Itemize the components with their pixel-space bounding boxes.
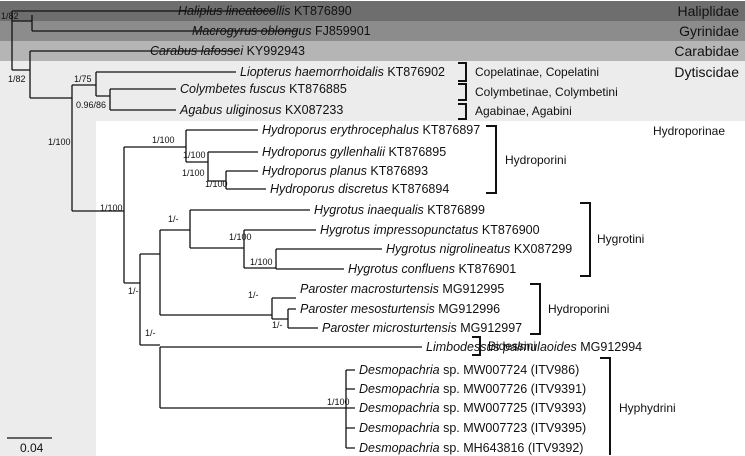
- tip-label: Desmopachria sp. MW007726 (ITV9391): [359, 382, 586, 396]
- support-hydroporus-b: 1/100: [183, 150, 206, 160]
- tip-label: Paroster mesosturtensis MG912996: [300, 302, 500, 316]
- family-label-dytiscidae: Dytiscidae: [674, 64, 739, 80]
- tip-label: Desmopachria sp. MW007723 (ITV9395): [359, 421, 586, 435]
- tip-label: Hydroporus gyllenhalii KT876895: [262, 145, 446, 159]
- bracket-agabinae: [458, 103, 467, 120]
- support-hygrotus-b: 1/100: [229, 232, 252, 242]
- subfamily-label-hydroporinae: Hydroporinae: [653, 124, 725, 138]
- family-band-gyrinidae: [0, 21, 745, 41]
- clade-labels: Copelatinae, Copelatini Colymbetinae, Co…: [475, 65, 676, 415]
- support-root: 1/82: [1, 11, 19, 21]
- family-label-haliplidae: Haliplidae: [678, 3, 740, 19]
- tip-label: Paroster microsturtensis MG912997: [322, 321, 522, 335]
- tip-label: Macrogyrus oblongus FJ859901: [192, 24, 371, 38]
- support-lower: 1/-: [145, 328, 156, 338]
- tip-label: Carabus lafossei KY992943: [150, 44, 305, 58]
- hydroporinae-panel: [96, 121, 745, 456]
- branch-root: [11, 10, 298, 99]
- support-hydroporus-c: 1/100: [182, 168, 205, 178]
- branch-paroster: [160, 297, 318, 329]
- tip-labels: Haliplus lineatocollis KT876890 Macrogyr…: [150, 4, 642, 455]
- support-hydroporus-clade: 1/100: [152, 135, 175, 145]
- support-hygrotus-c: 1/100: [250, 257, 273, 267]
- family-band-haliplidae: [0, 1, 745, 21]
- bracket-bidessini: [472, 336, 481, 356]
- tip-label: Hygrotus confluens KT876901: [348, 262, 516, 276]
- tip-label: Hydroporus planus KT876893: [262, 164, 428, 178]
- tip-label: Desmopachria sp. MW007724 (ITV986): [359, 363, 579, 377]
- tip-label: Hygrotus nigrolineatus KX087299: [386, 242, 572, 256]
- branch-limbodessus-desmopachria: [140, 344, 422, 449]
- family-label-carabidae: Carabidae: [674, 43, 739, 59]
- tip-label: Paroster macrosturtensis MG912995: [300, 282, 504, 296]
- support-paroster-b: 1/-: [272, 320, 283, 330]
- support-dytiscidae-crown: 1/100: [48, 137, 71, 147]
- support-dytiscidae-inner: 1/75: [74, 74, 92, 84]
- bracket-hygrotini: [580, 202, 591, 277]
- clade-label-copelatinae: Copelatinae, Copelatini: [475, 65, 599, 79]
- clade-label-hydroporini-2: Hydroporini: [548, 302, 609, 316]
- clade-label-hydroporini-1: Hydroporini: [505, 153, 566, 167]
- support-hygrotus-paroster: 1/-: [128, 286, 139, 296]
- tip-label: Hygrotus inaequalis KT876899: [314, 203, 485, 217]
- clade-label-hygrotini: Hygrotini: [597, 232, 644, 246]
- support-desmopachria: 1/100: [327, 397, 350, 407]
- tip-label: Colymbetes fuscus KT876885: [180, 82, 347, 96]
- tip-label: Hydroporus erythrocephalus KT876897: [262, 123, 480, 137]
- support-colymbetes-agabus: 0.96/86: [76, 100, 106, 110]
- tip-label: Desmopachria sp. MH643816 (ITV9392): [359, 441, 583, 455]
- tip-label: Agabus uliginosus KX087233: [179, 103, 343, 117]
- bracket-copelatinae: [458, 62, 467, 82]
- family-band-carabidae: [0, 41, 745, 61]
- clade-label-agabinae: Agabinae, Agabini: [475, 104, 572, 118]
- support-hygrotus: 1/-: [168, 214, 179, 224]
- tree-branches: [11, 10, 422, 449]
- clade-label-hyphydrini: Hyphydrini: [619, 401, 676, 415]
- bracket-hydroporini-1: [486, 125, 497, 194]
- support-paroster: 1/-: [248, 290, 259, 300]
- support-carabidae-dytiscidae: 1/82: [8, 74, 26, 84]
- support-values: 1/82 1/82 1/75 0.96/86 1/100 1/100 1/100…: [1, 11, 350, 407]
- tip-label: Haliplus lineatocollis KT876890: [178, 4, 352, 18]
- tip-label: Limbodessus palmulaoides MG912994: [426, 340, 642, 354]
- tip-label: Liopterus haemorrhoidalis KT876902: [240, 65, 445, 79]
- clade-brackets: [458, 62, 611, 455]
- branch-hydroporinae: [72, 146, 186, 283]
- bracket-hydroporini-2: [530, 283, 541, 335]
- clade-label-bidessini: Bidessini: [488, 339, 536, 353]
- tip-label: Hydroporus discretus KT876894: [270, 182, 449, 196]
- branch-hygrotus-group: [124, 209, 382, 345]
- clade-label-colymbetinae: Colymbetinae, Colymbetini: [475, 85, 618, 99]
- bracket-colymbetinae: [458, 83, 467, 101]
- bracket-hyphydrini: [600, 357, 611, 455]
- support-hydroporinae: 1/100: [100, 203, 123, 213]
- scale-bar-label: 0.04: [20, 441, 44, 455]
- branch-hydroporus: [185, 129, 266, 190]
- tip-label: Hygrotus impressopunctatus KT876900: [320, 223, 540, 237]
- family-label-gyrinidae: Gyrinidae: [679, 23, 739, 39]
- support-hydroporus-d: 1/100: [205, 179, 228, 189]
- branch-dytiscidae: [71, 71, 236, 211]
- tip-label: Desmopachria sp. MW007725 (ITV9393): [359, 401, 586, 415]
